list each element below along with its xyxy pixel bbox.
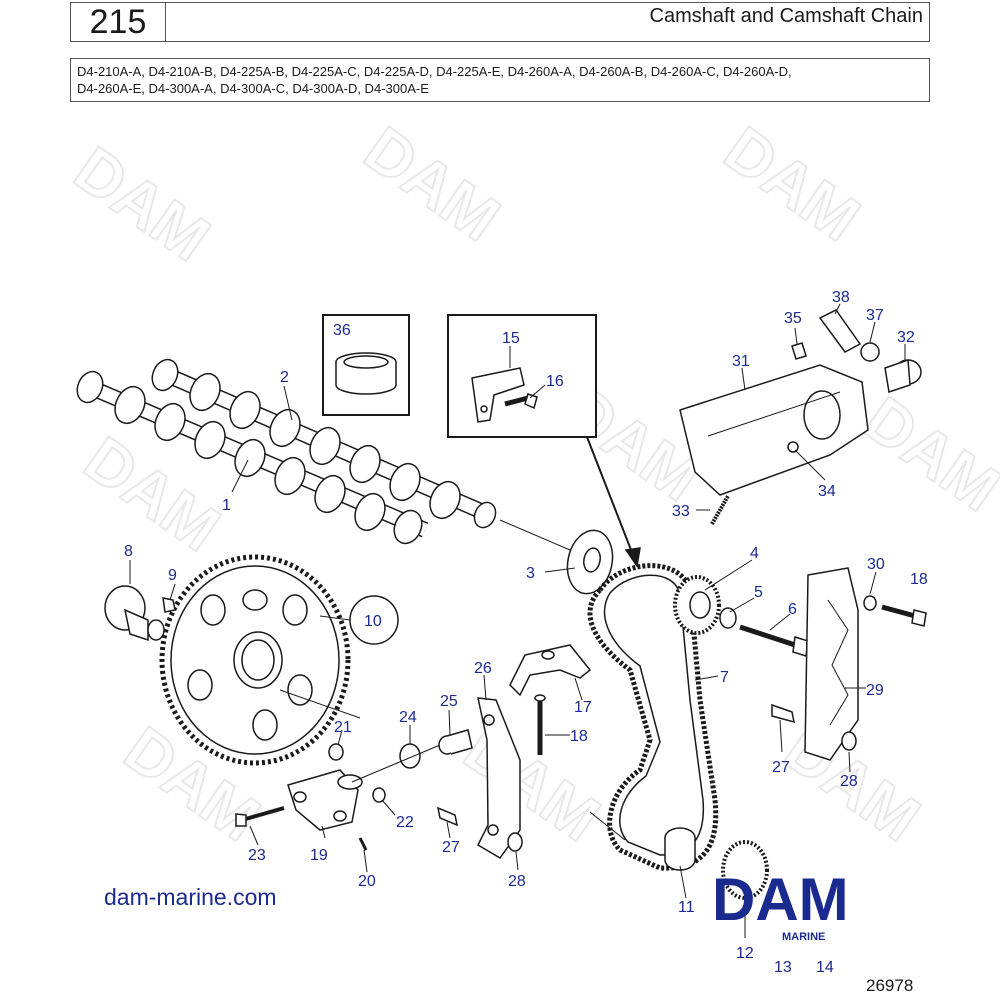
callout-13: 13 — [774, 959, 792, 976]
callout-labels: 1 2 3 4 5 6 7 8 9 10 11 12 13 14 15 16 1… — [124, 289, 928, 976]
watermark: DAM — [452, 712, 613, 855]
callout-17: 17 — [574, 699, 592, 716]
model-list-line-2: D4-260A-E, D4-300A-A, D4-300A-C, D4-300A… — [77, 81, 429, 96]
callout-33: 33 — [672, 503, 690, 520]
callout-32: 32 — [897, 329, 915, 346]
cover-31 — [679, 364, 869, 525]
callout-35: 35 — [784, 310, 802, 327]
watermark: DAM — [62, 132, 223, 275]
callout-10: 10 — [364, 613, 382, 630]
callout-30: 30 — [867, 556, 885, 573]
guide-rail-26 — [436, 697, 523, 859]
watermark: DAM — [712, 112, 873, 255]
camshaft-2 — [151, 358, 497, 529]
callout-31: 31 — [732, 353, 750, 370]
page-number: 215 — [71, 3, 166, 41]
callout-18b: 18 — [910, 571, 928, 588]
callout-27a: 27 — [442, 839, 460, 856]
callout-14: 14 — [816, 959, 834, 976]
callout-3: 3 — [526, 565, 535, 582]
callout-12: 12 — [736, 945, 754, 962]
guide-rail-29 — [771, 567, 927, 761]
callout-22: 22 — [396, 814, 414, 831]
callout-21: 21 — [334, 719, 352, 736]
callout-25: 25 — [440, 693, 458, 710]
leader-lines — [129, 303, 906, 938]
callout-38: 38 — [832, 289, 850, 306]
watermark-layer: DAM DAM DAM DAM DAM DAM DAM DAM DAM — [61, 111, 1000, 856]
callout-27b: 27 — [772, 759, 790, 776]
page-title: Camshaft and Camshaft Chain — [649, 5, 923, 27]
camshaft-1 — [76, 370, 429, 545]
callout-37: 37 — [866, 307, 884, 324]
callout-24: 24 — [399, 709, 417, 726]
callout-8: 8 — [124, 543, 133, 560]
model-list-line-1: D4-210A-A, D4-210A-B, D4-225A-B, D4-225A… — [77, 64, 792, 79]
detail-box-36 — [322, 314, 410, 416]
callout-36: 36 — [333, 322, 351, 339]
gear-10 — [159, 554, 399, 766]
callout-1: 1 — [222, 497, 231, 514]
callout-15: 15 — [502, 330, 520, 347]
callout-4: 4 — [750, 545, 759, 562]
hub-8 — [104, 585, 176, 642]
logo-wordmark: DAM — [712, 866, 849, 933]
logo-subtext: MARINE — [782, 931, 825, 943]
figure-id: 26978 — [866, 976, 914, 995]
sprocket-4 — [673, 575, 809, 657]
sensor-wheel-3 — [566, 529, 614, 595]
pointer-arrow — [586, 436, 641, 568]
callout-6: 6 — [788, 601, 797, 618]
callout-28b: 28 — [840, 773, 858, 790]
timing-chain-7 — [587, 563, 719, 871]
callout-34: 34 — [818, 483, 836, 500]
callout-11: 11 — [678, 899, 695, 916]
tensioner-assembly-19 — [235, 743, 441, 851]
detail-box-15-16 — [447, 314, 597, 438]
callout-5: 5 — [754, 584, 763, 601]
callout-18a: 18 — [570, 728, 588, 745]
callout-16: 16 — [546, 373, 564, 390]
callout-28a: 28 — [508, 873, 526, 890]
callout-19: 19 — [310, 847, 328, 864]
callout-29: 29 — [866, 682, 884, 699]
line-art — [76, 309, 927, 900]
dam-marine-logo: DAM MARINE — [712, 866, 849, 943]
watermark: DAM — [852, 382, 1000, 525]
header-box: 215 Camshaft and Camshaft Chain — [70, 2, 930, 42]
sensor-parts-32-38 — [791, 309, 922, 393]
callout-7: 7 — [720, 669, 729, 686]
callout-23: 23 — [248, 847, 266, 864]
callout-20: 20 — [358, 873, 376, 890]
bearing-cap-17 — [509, 644, 592, 755]
model-list: D4-210A-A, D4-210A-B, D4-225A-B, D4-225A… — [70, 58, 930, 102]
crank-sprocket-12 — [664, 827, 769, 900]
watermark: DAM — [352, 112, 513, 255]
callout-2: 2 — [280, 369, 289, 386]
callout-26: 26 — [474, 660, 492, 677]
website-link[interactable]: dam-marine.com — [104, 884, 277, 910]
callout-9: 9 — [168, 567, 177, 584]
